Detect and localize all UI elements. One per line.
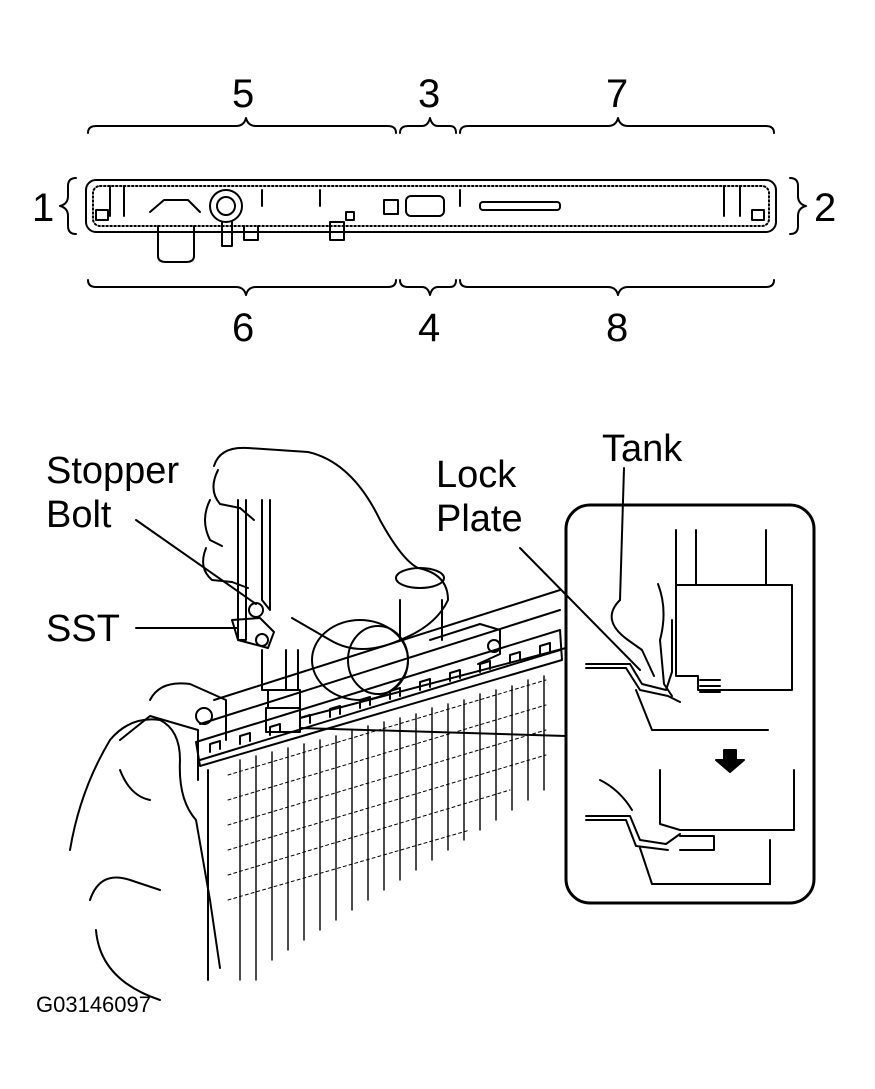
tank-label: Tank	[602, 428, 683, 470]
brace-2	[789, 177, 807, 235]
brace-7	[459, 117, 775, 134]
leader-lines	[135, 467, 641, 737]
stopper-bolt-label-line1: Stopper	[46, 450, 180, 492]
brace-1	[59, 177, 77, 235]
brace-5	[87, 117, 397, 134]
zoom-line-upper	[299, 647, 567, 719]
brace-8	[459, 279, 775, 296]
zoom-line-lower	[299, 727, 567, 737]
hands	[69, 446, 449, 1001]
sst-label: SST	[46, 608, 120, 650]
top-braces	[59, 117, 807, 296]
brace-6	[87, 279, 397, 296]
leader-stopper-bolt	[135, 519, 257, 605]
detail-inset	[564, 503, 816, 905]
brace-3	[399, 117, 457, 134]
radiator-tank-top-view	[85, 179, 777, 263]
section-label-6: 6	[232, 306, 255, 350]
stopper-bolt-label-line2: Bolt	[46, 494, 112, 536]
section-label-7: 7	[606, 72, 629, 116]
down-arrow	[715, 749, 745, 773]
section-label-4: 4	[418, 306, 441, 350]
leader-tank	[619, 467, 625, 601]
brace-4	[399, 279, 457, 296]
lock-plate-label-line2: Plate	[436, 498, 523, 540]
section-label-8: 8	[606, 306, 629, 350]
section-label-3: 3	[418, 72, 441, 116]
section-label-2: 2	[814, 186, 837, 230]
section-label-1: 1	[32, 186, 55, 230]
lock-plate-label-line1: Lock	[436, 454, 517, 496]
figure-code: G03146097	[36, 992, 151, 1017]
leader-lock-plate	[519, 547, 641, 671]
sst-tool	[231, 499, 301, 733]
radiator-core	[119, 567, 563, 981]
section-label-5: 5	[232, 72, 255, 116]
